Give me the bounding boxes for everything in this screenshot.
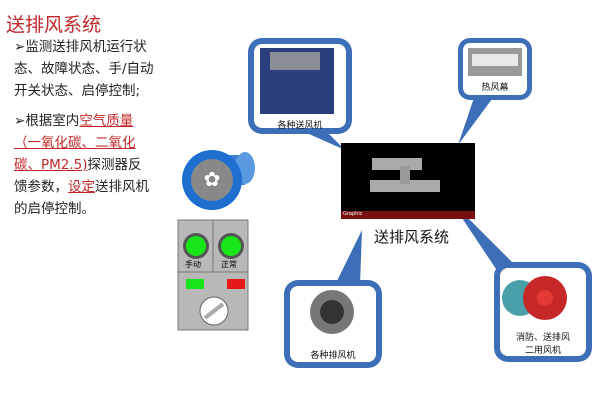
normal-label: 正常 (221, 260, 237, 269)
screen-brand: Graphic (343, 211, 363, 217)
bullet-1: ➢监测送排风机运行状态、故障状态、手/自动开关状态、启停控制; (14, 36, 154, 102)
callout-supply-fans: 各种送风机 (254, 118, 346, 131)
callout-air-curtain: 热风幕 (463, 80, 527, 93)
bullet-text: 探测器反馈参数， (14, 157, 142, 195)
bullet-2: ➢根据室内空气质量（一氧化碳、二氧化碳、PM2.5)探测器反馈参数，设定送排风机… (14, 110, 154, 220)
callout-tail (335, 230, 362, 285)
manual-label: 手动 (185, 260, 201, 269)
bullet-text: 监测送排风机运行状态、故障状态、手/自动开关状态、启停控制; (14, 39, 154, 99)
callout-exhaust-fans: 各种排风机 (290, 348, 376, 361)
callout-tail (458, 95, 495, 145)
caption: 各种送风机 (277, 121, 323, 131)
caption: 各种排风机 (310, 351, 356, 361)
svg-text:✿: ✿ (204, 167, 221, 191)
screen-label: 送排风系统 (374, 228, 450, 246)
highlight-setting: 设定 (68, 179, 95, 195)
normal-indicator-light (221, 236, 241, 256)
bullet-marker: ➢ (14, 113, 26, 129)
bullet-text: 根据室内 (25, 113, 80, 129)
green-switch-label (186, 279, 204, 289)
red-switch-label (227, 279, 245, 289)
page-title: 送排风系统 (6, 14, 102, 36)
bullet-text: 送排风机的启停控制。 (14, 179, 149, 217)
caption: 热风幕 (481, 83, 509, 93)
highlight-air-quality: 空气质量（一氧化碳、二氧化碳、PM2.5) (14, 113, 136, 173)
manual-indicator-light (186, 236, 206, 256)
caption: 二用风机 (524, 346, 561, 356)
callout-tail (300, 130, 345, 150)
callout-dual-fans: 消防、送排风二用风机 (500, 330, 586, 356)
bullet-marker: ➢ (14, 39, 26, 55)
caption: 消防、送排风 (515, 333, 570, 343)
description: ➢监测送排风机运行状态、故障状态、手/自动开关状态、启停控制; ➢根据室内空气质… (14, 36, 154, 228)
